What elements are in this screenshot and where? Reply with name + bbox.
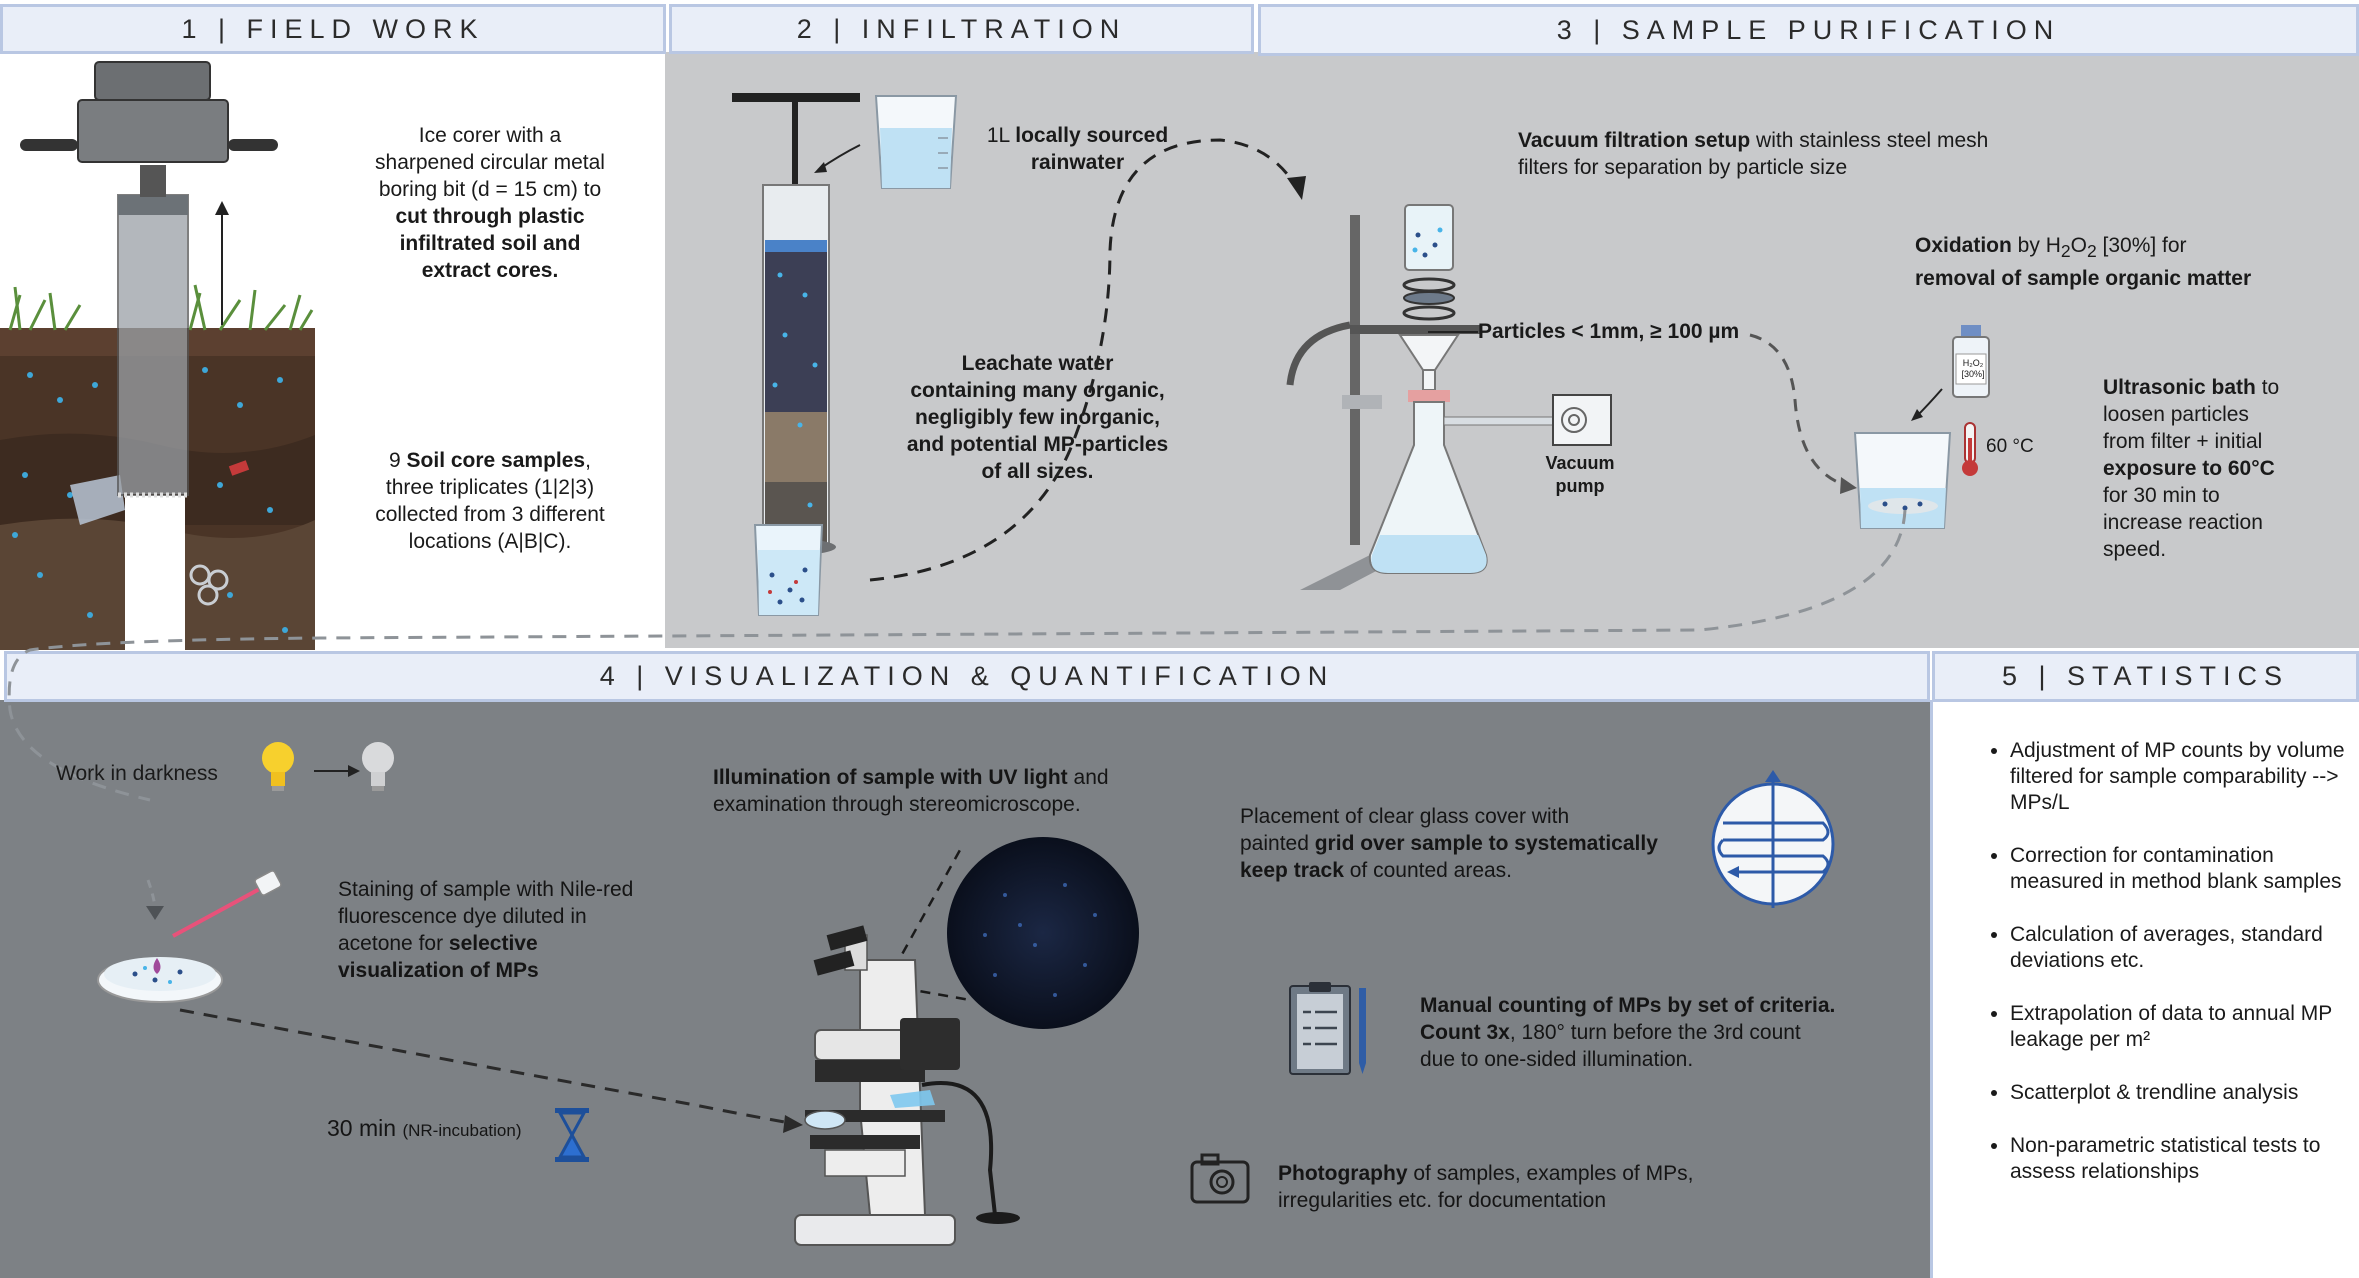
grid-scan-icon — [1711, 770, 1835, 908]
staining-description: Staining of sample with Nile-red fluores… — [338, 878, 634, 982]
oxidation-arrow — [1911, 388, 1943, 421]
incubation-label: 30 min (NR-incubation) — [327, 1115, 522, 1141]
grid-description: Placement of clear glass cover with pain… — [1240, 805, 1658, 882]
h2o2-bottle-icon — [1952, 325, 1990, 398]
fluorescence-zoom-image — [947, 837, 1139, 1029]
soil-samples-description: 9 Soil core samples, three triplicates (… — [375, 449, 605, 553]
leachate-beaker — [753, 524, 824, 616]
down-arrow-to-petri — [146, 879, 164, 920]
particles-pointer-line — [1428, 331, 1478, 333]
h2o2-bottle-label: H₂O₂[30%] — [1961, 358, 1985, 379]
clipboard-icon — [1289, 982, 1366, 1075]
camera-icon — [1190, 1153, 1250, 1204]
manual-counting-description: Manual counting of MPs by set of criteri… — [1420, 994, 1836, 1071]
ultrasonic-bath-beaker — [1853, 432, 1952, 529]
corer-description: Ice corer with a sharpened circular meta… — [375, 124, 605, 282]
particle-size-label: Particles < 1mm, ≥ 100 µm — [1478, 320, 1740, 343]
thermometer-icon — [1962, 422, 1978, 476]
lightbulb-on-icon — [262, 742, 294, 791]
rainwater-beaker — [874, 95, 958, 189]
statistics-item: Calculation of averages, standard deviat… — [2010, 922, 2355, 974]
ultrasonic-bath-description: Ultrasonic bath to loosen particles from… — [2103, 376, 2280, 561]
vacuum-filtration-description: Vacuum filtration setup with stainless s… — [1518, 129, 1989, 179]
temperature-label: 60 °C — [1986, 436, 2034, 457]
hourglass-icon — [555, 1108, 589, 1162]
vacuum-filtration-illustration — [1286, 204, 1557, 590]
statistics-item: Adjustment of MP counts by volume filter… — [2010, 738, 2355, 816]
soil-core-illustration — [0, 61, 315, 650]
flow-arrow-bath-to-visualization — [7, 509, 1907, 802]
leachate-description: Leachate water containing many organic, … — [906, 352, 1169, 483]
vacuum-pump-label: Vacuum pump — [1545, 453, 1615, 496]
statistics-list: Adjustment of MP counts by volume filter… — [1974, 738, 2355, 1212]
header-sample-purification: 3 | SAMPLE PURIFICATION — [1258, 4, 2359, 56]
statistics-panel — [1930, 700, 2359, 1278]
header-infiltration: 2 | INFILTRATION — [669, 4, 1254, 54]
header-field-work: 1 | FIELD WORK — [0, 4, 666, 54]
statistics-item: Extrapolation of data to annual MP leaka… — [2010, 1001, 2355, 1053]
oxidation-description: Oxidation by H2O2 [30%] for removal of s… — [1915, 234, 2252, 291]
header-statistics: 5 | STATISTICS — [1932, 651, 2359, 702]
statistics-item: Correction for contamination measured in… — [2010, 843, 2355, 895]
photography-description: Photography of samples, examples of MPs,… — [1278, 1162, 1694, 1212]
flow-arrow-filter-to-bath — [1749, 333, 1857, 494]
statistics-item: Non-parametric statistical tests to asse… — [2010, 1133, 2355, 1185]
petri-dish-pipette-illustration — [97, 870, 282, 1003]
flow-arrow-infiltration-to-filter — [869, 138, 1306, 582]
flow-arrow-petri-to-microscope — [179, 1008, 803, 1133]
header-visualization: 4 | VISUALIZATION & QUANTIFICATION — [4, 651, 1930, 702]
microscope-illustration — [794, 849, 1020, 1246]
pour-arrow — [814, 144, 861, 173]
statistics-item: Scatterplot & trendline analysis — [2010, 1080, 2355, 1106]
vacuum-pump-icon — [1552, 394, 1612, 446]
visualization-panel — [0, 700, 1930, 1278]
arrow-right-icon — [314, 765, 360, 777]
lightbulb-off-icon — [362, 742, 394, 791]
uv-illumination-description: Illumination of sample with UV light and… — [713, 766, 1109, 816]
rainwater-label: 1L locally sourced rainwater — [986, 124, 1169, 174]
work-in-darkness-label: Work in darkness — [56, 762, 218, 785]
